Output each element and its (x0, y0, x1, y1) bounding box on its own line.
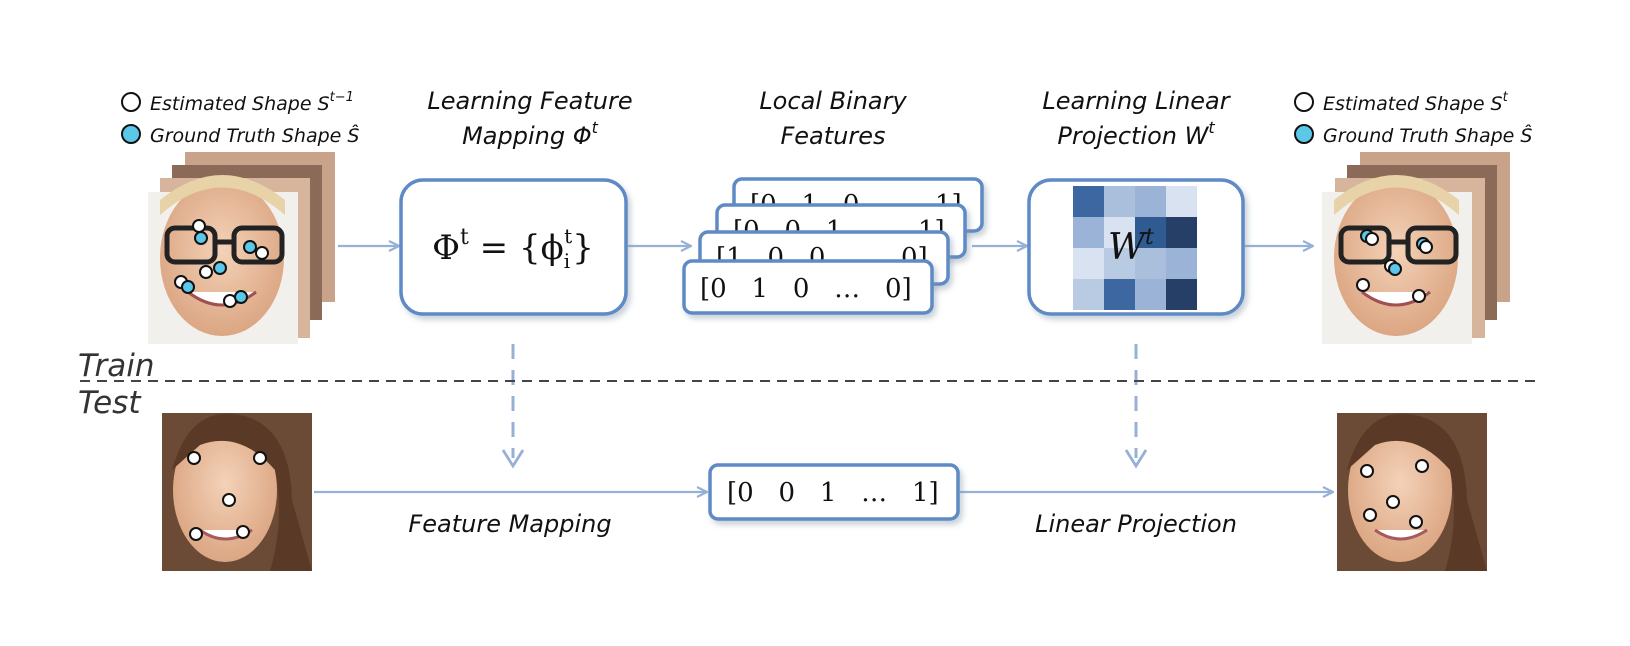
phi-close: } (572, 228, 594, 268)
w-matrix-heatmap (1073, 186, 1197, 310)
train-input-face-stack (148, 152, 335, 344)
w-matrix-cell (1166, 186, 1197, 217)
train-label: Train (78, 348, 155, 384)
header-feature-mapping-sup: t (592, 118, 599, 137)
header-feature-mapping-line2: Mapping Φt (462, 118, 599, 150)
lbf-vector-stack: [0 1 0 … 1] [0 0 1 … 1] [1 0 0 … 0] [0 1… (682, 177, 984, 315)
header-lbf-line1: Local Binary (759, 87, 907, 115)
w-matrix-cell (1073, 217, 1104, 248)
train-output-face-stack (1322, 152, 1510, 344)
estimated-shape-marker (121, 92, 141, 112)
test-output-face (1337, 413, 1487, 571)
w-matrix-cell (1166, 217, 1197, 248)
train-to-test-connectors (501, 344, 1148, 469)
phi-sub-sup: t (564, 224, 572, 248)
phi-equation: Φt = {ϕit} (432, 224, 594, 273)
w-matrix-cell (1135, 217, 1166, 248)
phi-main: Φ (432, 228, 460, 268)
svg-text:Estimated Shape St: Estimated Shape St (1323, 90, 1509, 115)
w-matrix-cell (1135, 279, 1166, 310)
w-matrix-cell (1104, 279, 1135, 310)
w-matrix-cell (1073, 248, 1104, 279)
w-main: W (1108, 227, 1148, 268)
test-linear-projection-label: Linear Projection (1035, 510, 1237, 538)
linear-projection-box: Wt (1027, 178, 1245, 316)
header-projection-sup: t (1208, 118, 1215, 137)
train-output-landmarks (1356, 229, 1433, 303)
header-projection-text: Projection W (1057, 122, 1209, 150)
legend-left-estimated: Estimated Shape S (150, 93, 330, 115)
test-feature-mapping-label: Feature Mapping (408, 510, 611, 538)
test-vector-box: [0 0 1 … 1] (708, 463, 960, 521)
test-vector: [0 0 1 … 1] (727, 478, 939, 508)
phi-sub: i (564, 249, 570, 273)
legend-right-ground-truth: Ground Truth Shape Ŝ (1323, 123, 1532, 147)
header-lbf-line2: Features (780, 122, 885, 150)
ground-truth-marker (121, 124, 141, 144)
phi-eq: = {ϕ (469, 228, 564, 268)
test-input-face (162, 413, 312, 571)
estimated-shape-marker (1294, 92, 1314, 112)
glasses-icon (164, 225, 285, 265)
train-input-landmarks (174, 219, 269, 308)
header-feature-mapping-line1: Learning Feature (427, 87, 632, 115)
w-matrix-cell (1073, 186, 1104, 217)
w-matrix-cell (1104, 248, 1135, 279)
w-matrix-cell (1104, 186, 1135, 217)
test-output-landmarks (1360, 459, 1429, 529)
lbf-vector: [0 1 0 … 0] (700, 274, 912, 304)
legend-right: Estimated Shape St Ground Truth Shape Ŝ (1294, 90, 1532, 147)
w-matrix-cell (1073, 279, 1104, 310)
phi-sup: t (460, 225, 469, 250)
legend-left: Estimated Shape St−1 Ground Truth Shape … (121, 90, 359, 147)
svg-text:Estimated Shape St−1: Estimated Shape St−1 (150, 90, 354, 115)
test-label: Test (78, 385, 142, 421)
w-matrix-cell (1166, 248, 1197, 279)
legend-left-ground-truth: Ground Truth Shape Ŝ (150, 123, 359, 147)
feature-mapping-box: Φt = {ϕit} (399, 178, 628, 316)
header-projection-line2: Projection Wt (1057, 118, 1215, 150)
w-matrix-cell (1104, 217, 1135, 248)
w-matrix-cell (1135, 186, 1166, 217)
w-matrix-cell (1135, 248, 1166, 279)
header-projection-line1: Learning Linear (1042, 87, 1231, 115)
legend-right-estimated-sup: t (1503, 90, 1509, 105)
test-input-landmarks (187, 451, 267, 541)
w-sup: t (1145, 225, 1154, 250)
ground-truth-marker (1294, 124, 1314, 144)
legend-left-estimated-sup: t−1 (330, 90, 354, 105)
legend-right-estimated: Estimated Shape S (1323, 93, 1503, 115)
header-feature-mapping-text: Mapping Φ (462, 122, 592, 150)
w-label: Wt (1108, 225, 1154, 268)
glasses-icon (1338, 225, 1459, 265)
w-matrix-cell (1166, 279, 1197, 310)
